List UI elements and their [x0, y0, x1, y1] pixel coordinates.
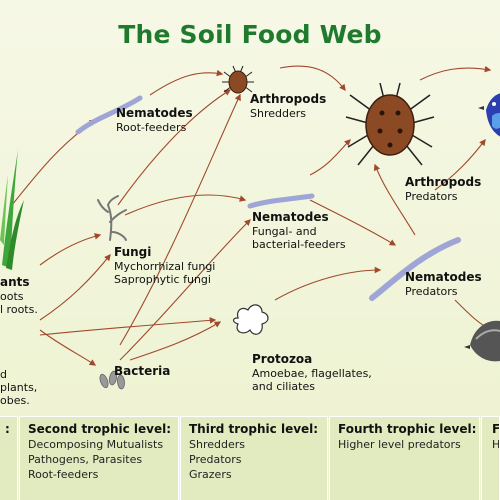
label-desc: bacterial-feeders	[252, 238, 346, 251]
arrow-nematodes-to-arthropods	[149, 69, 224, 96]
bacteria-icon	[99, 370, 125, 390]
nematode-predator-icon	[369, 237, 461, 301]
label-desc: Fungal- and	[252, 225, 317, 238]
arrow-bacteria-to-fungal-nematodes	[119, 219, 251, 361]
label-organic-matter: d plants, obes.	[0, 368, 37, 407]
trophic-level-item: Grazers	[189, 468, 232, 481]
mole-icon	[464, 320, 500, 362]
mite-shredder-icon	[222, 65, 254, 94]
label-plants: ants oots l roots.	[0, 275, 38, 316]
label-desc: Predators	[405, 190, 458, 203]
label-name: Fungi	[114, 245, 152, 259]
arrow-arthropods-to-bird	[419, 65, 492, 81]
trophic-level-item: Decomposing Mutualists	[28, 438, 164, 451]
label-name: Arthropods	[250, 92, 327, 106]
arrow-plants-to-nematodes	[11, 119, 97, 206]
label-desc: oots	[0, 290, 24, 303]
label-desc: Amoebae, flagellates,	[252, 367, 372, 380]
arrow-fungal-nematodes-to-arthropods	[309, 139, 351, 176]
protozoa-icon	[232, 304, 269, 335]
trophic-level-item: Predators	[189, 453, 242, 466]
arrow-fungi-to-nematodes-fungal	[124, 194, 247, 216]
trophic-level-panel-2: Second trophic level: Decomposing Mutual…	[19, 416, 179, 500]
label-desc: d	[0, 368, 7, 381]
label-desc: and ciliates	[252, 380, 315, 393]
label-arthropods-predators: Arthropods Predators	[405, 175, 481, 203]
label-desc: Mychorrhizal fungi	[114, 260, 216, 273]
trophic-level-item: Root-feeders	[28, 468, 99, 481]
trophic-level-title: Third trophic level:	[189, 422, 319, 436]
bird-icon	[478, 93, 500, 137]
arrow-plants-to-bacteria	[39, 329, 97, 366]
trophic-level-panel-4: Fourth trophic level: Higher level preda…	[329, 416, 480, 500]
arrow-arthropods-to-bird-lower	[434, 138, 486, 191]
nematode-fungal-feeder-icon	[247, 193, 315, 209]
label-bacteria: Bacteria	[114, 364, 170, 379]
label-name: Arthropods	[405, 175, 482, 189]
arrow-fungi-to-arthropods	[117, 89, 232, 206]
mite-predator-icon	[345, 82, 435, 166]
arrow-bacteria-to-protozoa	[129, 321, 222, 361]
trophic-level-item: Pathogens, Parasites	[28, 453, 143, 466]
trophic-level-panel-5: F H	[481, 416, 500, 500]
trophic-level-title: Fourth trophic level:	[338, 422, 477, 436]
arrow-organic-to-fungi	[39, 253, 111, 321]
label-name: Nematodes	[252, 210, 329, 224]
label-desc: Root-feeders	[116, 121, 187, 134]
arrow-bacteria-to-arthropods	[119, 93, 241, 346]
label-desc: l roots.	[0, 303, 38, 316]
food-web-arrows	[11, 65, 494, 366]
fungi-icon	[97, 195, 127, 241]
arrow-fungal-nematodes-to-predator-nematodes	[309, 199, 397, 246]
label-protozoa: Protozoa Amoebae, flagellates, and cilia…	[252, 352, 372, 393]
label-desc: Shredders	[250, 107, 306, 120]
label-fungi: Fungi Mychorrhizal fungi Saprophytic fun…	[114, 245, 215, 286]
arrow-predator-nematodes-to-arthropods	[373, 163, 416, 236]
trophic-level-panel-3: Third trophic level: Shredders Predators…	[180, 416, 328, 500]
arrow-organic-to-protozoa-path	[39, 317, 217, 336]
label-nematodes-root-feeders: Nematodes Root-feeders	[116, 106, 193, 134]
trophic-level-title: :	[5, 422, 10, 436]
label-name: Bacteria	[114, 364, 171, 378]
label-desc: Saprophytic fungi	[114, 273, 211, 286]
arrow-plants-to-fungi	[39, 233, 102, 266]
label-name: Nematodes	[116, 106, 193, 120]
trophic-level-item: Higher level predators	[338, 438, 461, 451]
plant-icon	[0, 150, 24, 270]
arrow-shredders-to-predators	[279, 65, 346, 92]
arrow-protozoa-to-predator-nematodes	[274, 266, 382, 301]
label-desc: plants,	[0, 381, 38, 394]
label-nematodes-fungal-bacterial-feeders: Nematodes Fungal- and bacterial-feeders	[252, 210, 346, 251]
trophic-level-item: H	[492, 438, 500, 451]
trophic-level-item: Shredders	[189, 438, 245, 451]
label-name: Protozoa	[252, 352, 313, 366]
trophic-level-title: Second trophic level:	[28, 422, 172, 436]
label-desc: Predators	[405, 285, 458, 298]
label-name: ants	[0, 275, 30, 289]
label-desc: obes.	[0, 394, 30, 407]
label-name: Nematodes	[405, 270, 482, 284]
nematode-root-feeder-icon	[75, 95, 143, 135]
diagram-title: The Soil Food Web	[118, 20, 382, 49]
trophic-level-panel-1: :	[0, 416, 18, 500]
trophic-level-title: F	[492, 422, 500, 436]
label-arthropods-shredders: Arthropods Shredders	[250, 92, 326, 120]
label-nematodes-predators: Nematodes Predators	[405, 270, 482, 298]
